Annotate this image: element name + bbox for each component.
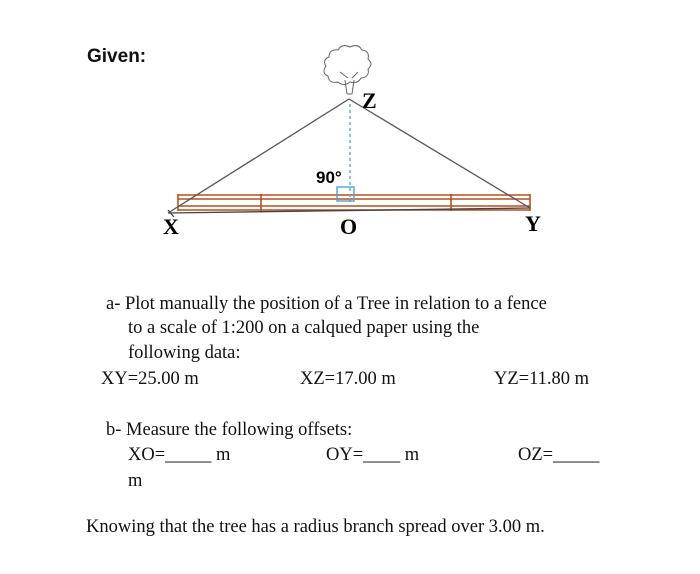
- note-text: Knowing that the tree has a radius branc…: [86, 517, 545, 537]
- given-heading: Given:: [87, 46, 147, 67]
- xz-value: XZ=17.00 m: [300, 369, 396, 389]
- oz-unit: m: [128, 471, 143, 491]
- part-b-line-1: b- Measure the following offsets:: [106, 420, 353, 440]
- point-z-label: Z: [362, 88, 377, 113]
- x-tick: [167, 209, 175, 218]
- part-a-line-3: following data:: [128, 343, 241, 363]
- oy-offset: OY=____ m: [326, 445, 420, 465]
- xo-offset: XO=_____ m: [128, 445, 231, 465]
- right-angle-marker: [336, 186, 355, 202]
- tree-icon: [323, 45, 372, 95]
- yz-line: [348, 98, 531, 209]
- yz-value: YZ=11.80 m: [494, 369, 590, 389]
- part-a-line-2: to a scale of 1:200 on a calqued paper u…: [128, 318, 480, 338]
- xy-value: XY=25.00 m: [101, 369, 199, 389]
- angle-label: 90°: [316, 168, 342, 187]
- point-y-label: Y: [525, 211, 541, 236]
- part-a-line-1: a- Plot manually the position of a Tree …: [106, 294, 547, 314]
- oz-offset: OZ=_____: [518, 445, 600, 465]
- xy-line: [167, 207, 531, 214]
- xz-line: [167, 98, 350, 214]
- point-o-label: O: [340, 214, 357, 239]
- point-x-label: X: [163, 214, 179, 239]
